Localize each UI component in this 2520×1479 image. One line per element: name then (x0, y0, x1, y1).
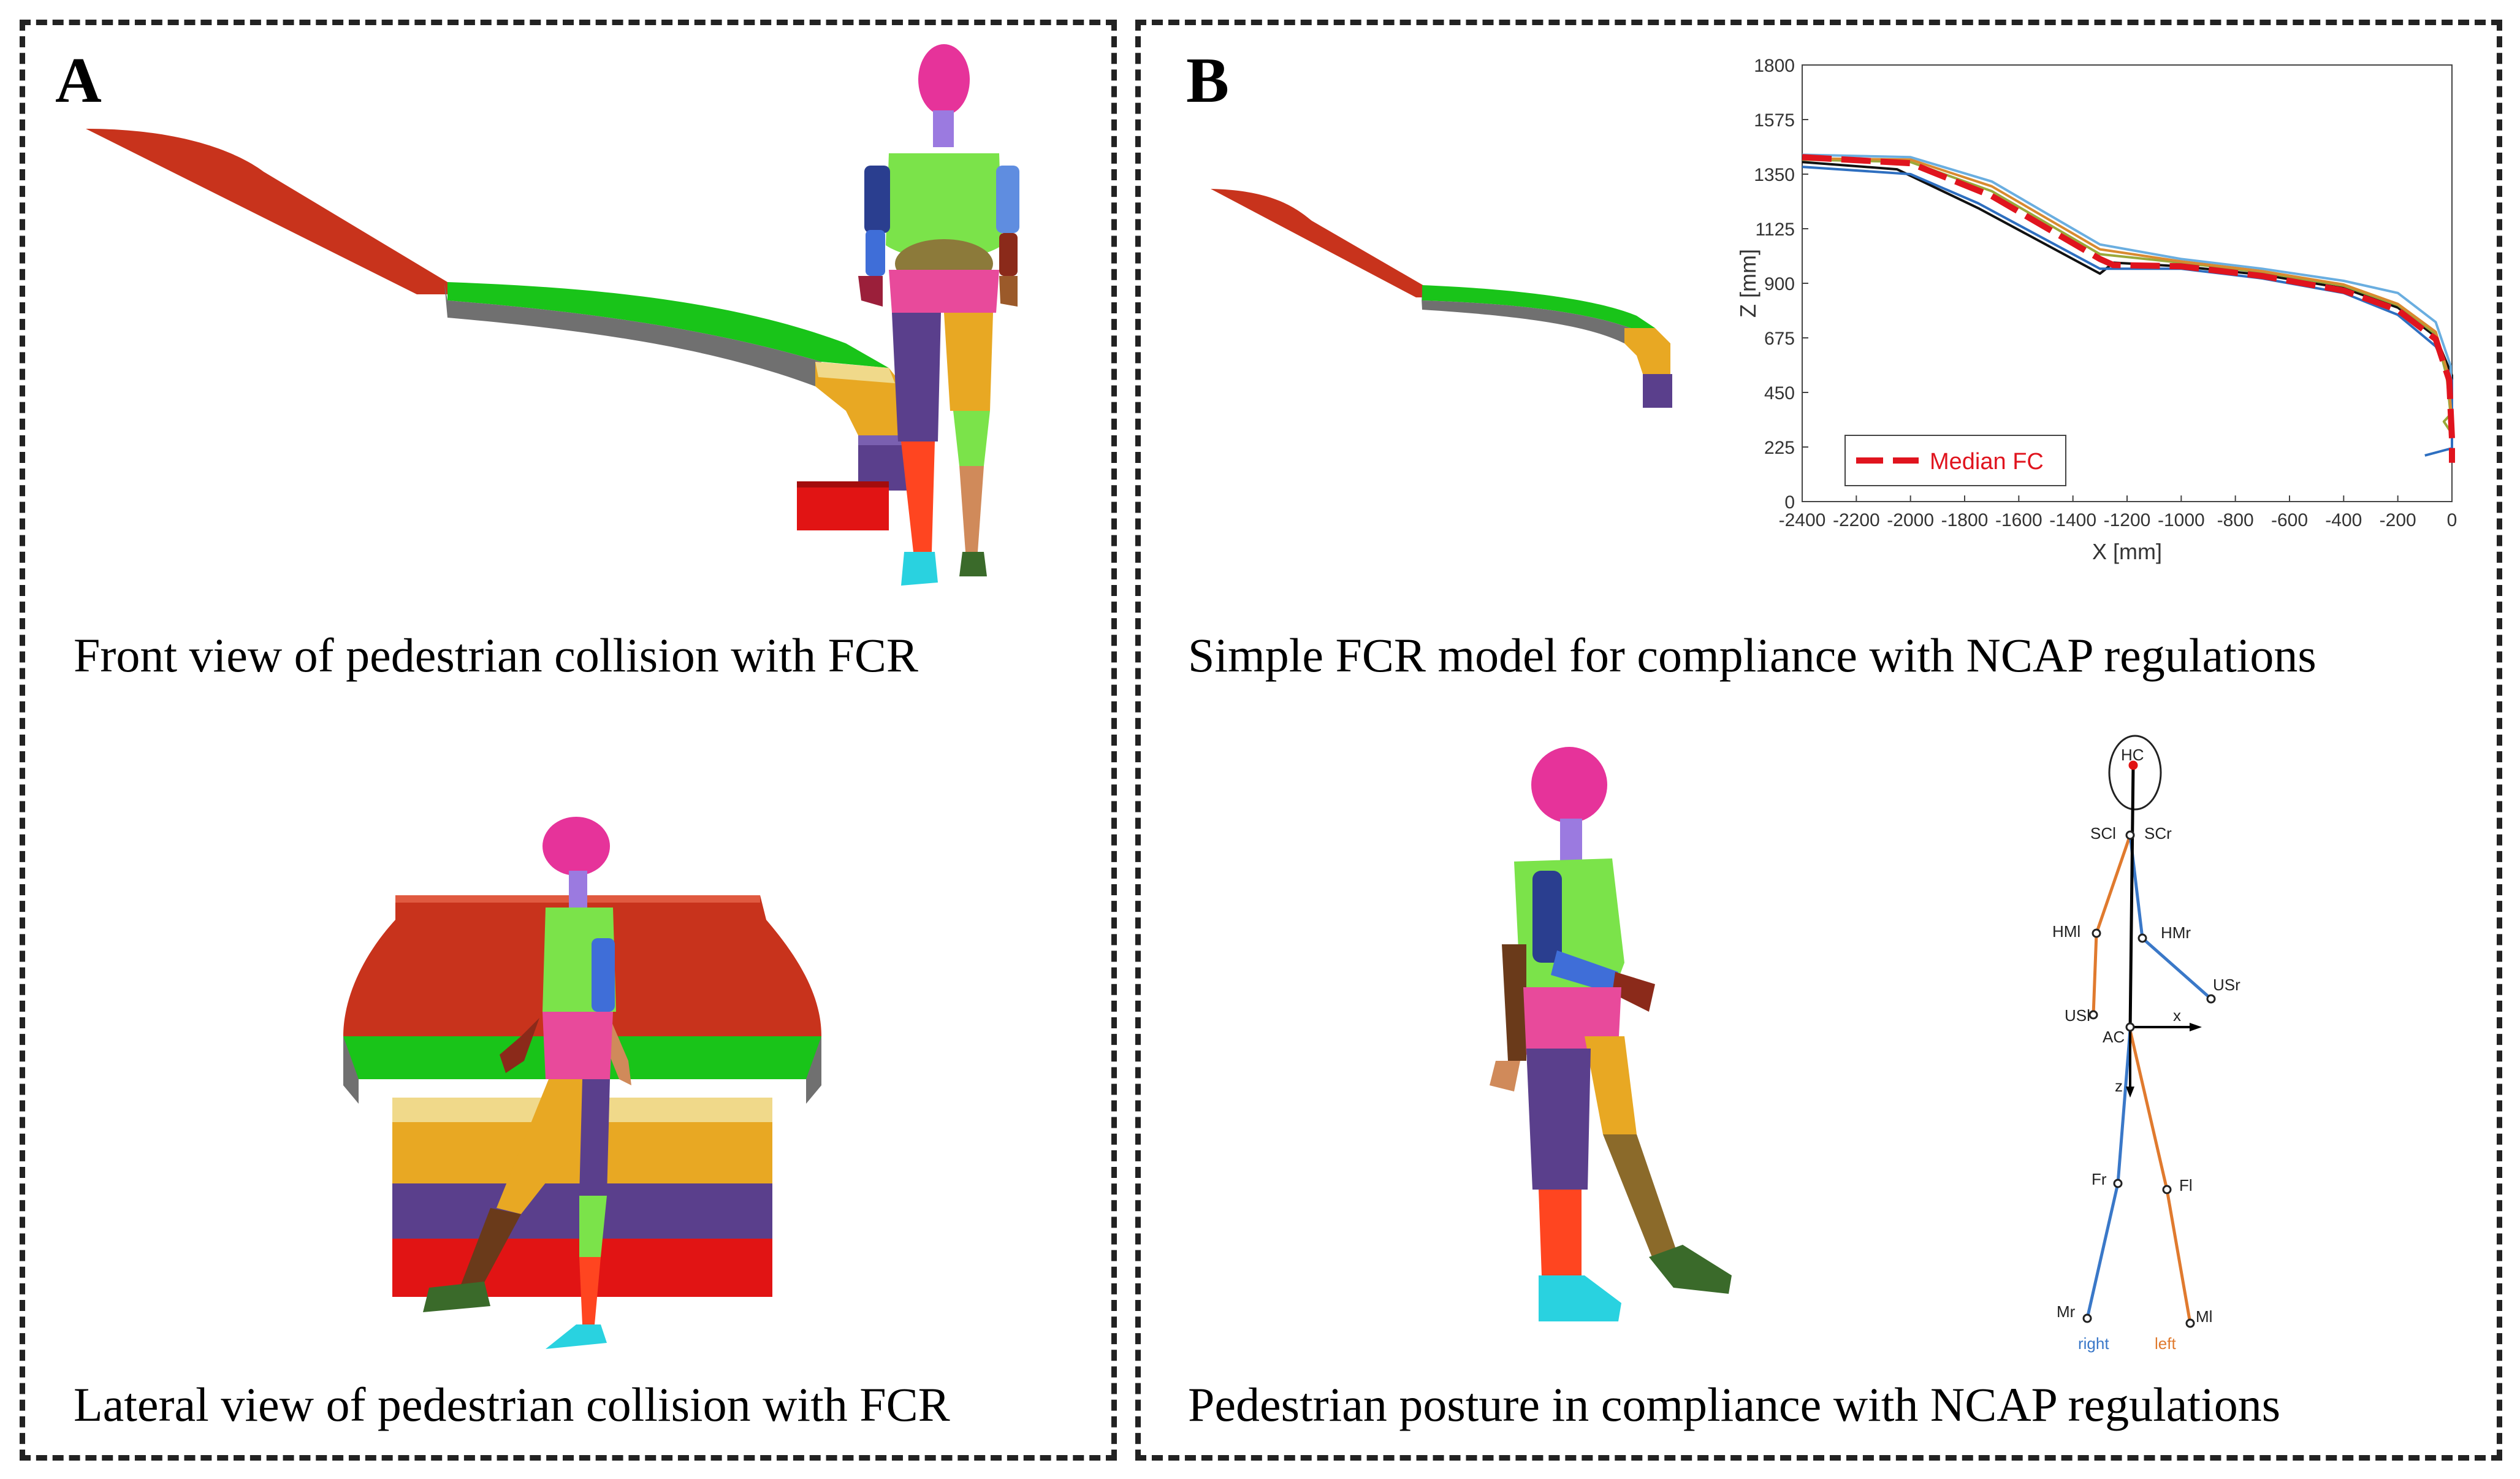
x-tick-label: -1200 (2104, 510, 2151, 530)
spine-line (2128, 765, 2135, 1031)
panel-b (1135, 20, 2502, 1461)
x-axis-ticks: -2400-2200-2000-1800-1600-1400-1200-1000… (1779, 495, 2457, 530)
panel-b-top-caption: Simple FCR model for compliance with NCA… (1188, 629, 2316, 682)
label-hmr: HMr (2161, 923, 2191, 942)
hood-edge (444, 283, 821, 386)
y-tick-label: 1125 (1755, 220, 1795, 240)
x-tick-label: -800 (2217, 510, 2254, 530)
y-axis-label: Z [mm] (1735, 249, 1761, 318)
label-right: right (2078, 1334, 2109, 1353)
label-hc: HC (2121, 746, 2144, 764)
label-left: left (2155, 1334, 2176, 1353)
y-tick-label: 0 (1784, 492, 1795, 513)
spoiler (797, 481, 889, 530)
head-ellipse (2108, 735, 2162, 811)
pedestrian-lateral (423, 817, 631, 1349)
lateral-view-model (343, 817, 821, 1349)
x-tick-label: -600 (2271, 510, 2308, 530)
median-fc-line (1802, 154, 2455, 463)
x-tick-label: 0 (2447, 510, 2457, 530)
label-mr: Mr (2057, 1302, 2076, 1321)
hood-top (447, 282, 889, 368)
y-tick-label: 900 (1764, 274, 1795, 294)
x-tick-label: -400 (2325, 510, 2362, 530)
y-tick-label: 450 (1764, 383, 1795, 403)
x-tick-label: -2000 (1887, 510, 1934, 530)
label-fr: Fr (2092, 1170, 2107, 1188)
label-scl: SCl (2090, 824, 2116, 843)
label-ml: Ml (2196, 1307, 2212, 1326)
x-tick-label: -1400 (2049, 510, 2096, 530)
chart-lines (1802, 153, 2455, 463)
windshield (86, 129, 447, 294)
right-arm-line (2128, 835, 2212, 1000)
label-fl: Fl (2179, 1176, 2193, 1194)
label-usl: USl (2065, 1006, 2090, 1025)
profile-line-2 (1802, 153, 2453, 429)
x-tick-label: -200 (2380, 510, 2416, 530)
x-axis-label: X [mm] (2092, 539, 2162, 564)
y-tick-label: 1575 (1754, 110, 1795, 131)
x-tick-label: -1800 (1941, 510, 1989, 530)
posture-diagram: HC SCl SCr HMl HMr USl USr AC x z Fr Fl … (2052, 735, 2240, 1353)
label-scr: SCr (2144, 824, 2172, 843)
front-view-model (86, 44, 1019, 586)
x-tick-label: -1600 (1995, 510, 2042, 530)
y-tick-label: 675 (1764, 329, 1795, 349)
x-tick-label: -1000 (2158, 510, 2205, 530)
legend-label: Median FC (1930, 449, 2044, 475)
label-hml: HMl (2052, 922, 2080, 941)
panel-b-letter: B (1186, 44, 1230, 116)
left-arm-line (2092, 835, 2132, 1015)
legend: Median FC (1844, 435, 2066, 486)
label-ac: AC (2103, 1028, 2125, 1046)
label-usr: USr (2213, 976, 2240, 994)
panel-a-top-caption: Front view of pedestrian collision with … (74, 629, 918, 682)
x-tick-label: -2400 (1779, 510, 1826, 530)
y-tick-label: 1350 (1754, 165, 1795, 185)
panel-a-bottom-caption: Lateral view of pedestrian collision wit… (74, 1378, 950, 1431)
simple-fcr-model (1211, 189, 1672, 408)
panel-a (20, 20, 1117, 1461)
y-tick-label: 225 (1764, 438, 1795, 458)
panel-a-letter: A (55, 44, 102, 116)
label-z: z (2115, 1077, 2123, 1095)
pedestrian-posture-model (1490, 747, 1732, 1321)
panel-b-bottom-caption: Pedestrian posture in compliance with NC… (1188, 1378, 2281, 1431)
x-tick-label: -2200 (1833, 510, 1880, 530)
y-tick-label: 1800 (1754, 56, 1795, 76)
label-x: x (2173, 1006, 2181, 1025)
fcr-profile-chart: 0 225 450 675 900 1125 1350 1575 1800 -2400 -2200… (1735, 56, 2457, 564)
y-axis-ticks: 0 225 450 675 900 1125 1350 1575 1800 (1754, 56, 1808, 513)
pedestrian-front (858, 44, 1019, 586)
